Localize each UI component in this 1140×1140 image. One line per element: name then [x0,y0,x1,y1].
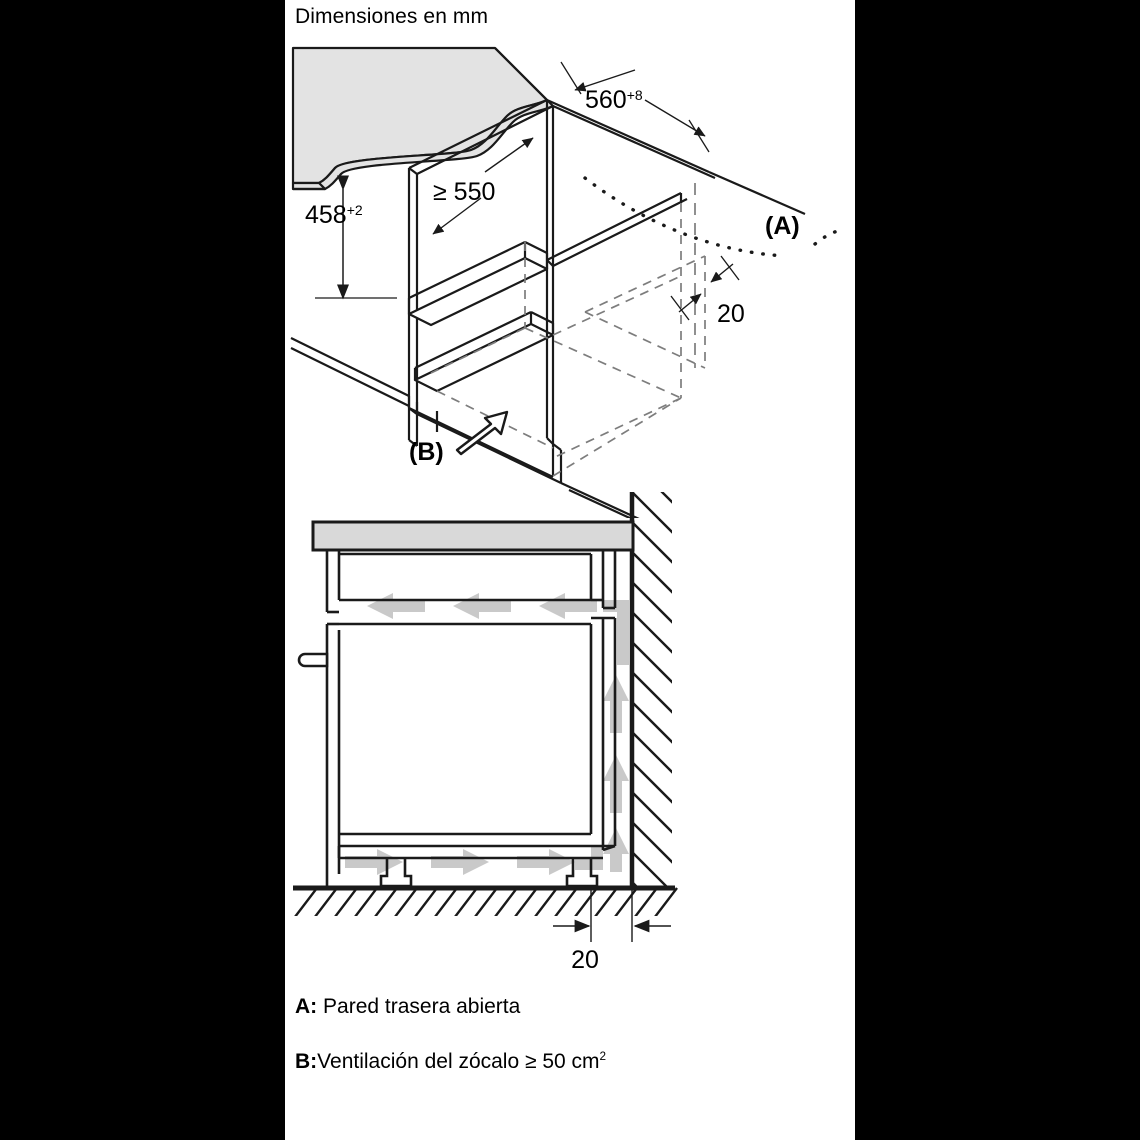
oven-body [297,616,617,886]
callout-label-b: (B) [409,438,444,466]
legend-b-text: Ventilación del zócalo ≥ 50 cm [317,1050,600,1073]
niche-right-top-back [546,192,682,261]
legend-item-a: A: Pared trasera abierta [295,995,520,1019]
dimension-label-560: 560+8 [585,86,643,114]
left-floor-line-2 [290,347,410,407]
plinth-legs [379,858,599,888]
airflow-arrow-left-2 [453,593,511,619]
dimension-20-wall [553,886,671,942]
worktop-right-plane [552,104,716,180]
worktop-back-edge [494,47,548,101]
callout-a-dotted-line-2 [813,228,843,246]
worktop-right-plane-2 [546,98,710,174]
left-floor-line-1 [290,337,410,397]
dimension-label-550: ≥ 550 [433,178,495,206]
right-floor-line-1 [560,482,640,518]
plinth-leg-2 [565,858,599,888]
plinth-leg-1 [379,858,413,888]
airflow-arrow-right-3 [517,849,575,875]
airflow-arrow-left-1 [367,593,425,619]
niche-top-left-edge-2 [416,105,554,175]
dimension-label-20-rear: 20 [717,300,745,328]
niche-right-top-back-2 [552,198,688,267]
callout-label-a: (A) [765,212,800,240]
cross-section-diagram: 20 [293,492,678,974]
worktop-section [311,520,635,552]
upper-cabinet [325,550,617,614]
airflow-arrow-right-2 [431,849,489,875]
niche-center-post [545,100,555,266]
legend-b-key: B: [295,1050,318,1073]
isometric-niche-diagram: 458+2 ≥ 550 560+8 20 (A) (B) [290,46,843,518]
airflow-elbow-top [603,600,629,665]
niche-interior-shelf-top [407,241,549,327]
legend-a-text: Pared trasera abierta [323,995,521,1018]
niche-bottom-rail [408,407,562,484]
dimension-560 [560,61,710,153]
right-floor-line-2 [568,489,633,518]
dimension-label-458: 458+2 [305,201,363,229]
legend-item-b: B:Ventilación del zócalo ≥ 50 cm2 [295,1050,606,1074]
niche-right-panel [545,259,563,483]
plinth-leg-left [407,396,439,447]
callout-a-dotted-line [583,176,787,258]
diagram-sheet: Dimensiones en mm [285,0,855,1140]
airflow-arrow-up-3 [603,828,629,872]
oven-handle-icon [297,652,329,668]
page-title: Dimensiones en mm [295,5,489,28]
airflow-arrow-left-3 [539,593,597,619]
hidden-lines-group [430,203,706,477]
legend-a-key: A: [295,995,318,1018]
wall [629,492,672,888]
airflow-arrow-right-1 [345,849,403,875]
worktop-slab [291,46,555,191]
upper-right-surface [708,170,806,216]
legend-b-superscript: 2 [599,1050,607,1063]
dimension-458 [315,175,397,300]
callout-b-arrow-icon [455,410,509,456]
niche-top-left-edge [408,99,548,169]
dimension-label-20-wall: 20 [571,946,599,974]
dimension-550-leader [432,137,534,235]
floor [293,885,678,916]
dimension-20-rear [670,255,740,321]
